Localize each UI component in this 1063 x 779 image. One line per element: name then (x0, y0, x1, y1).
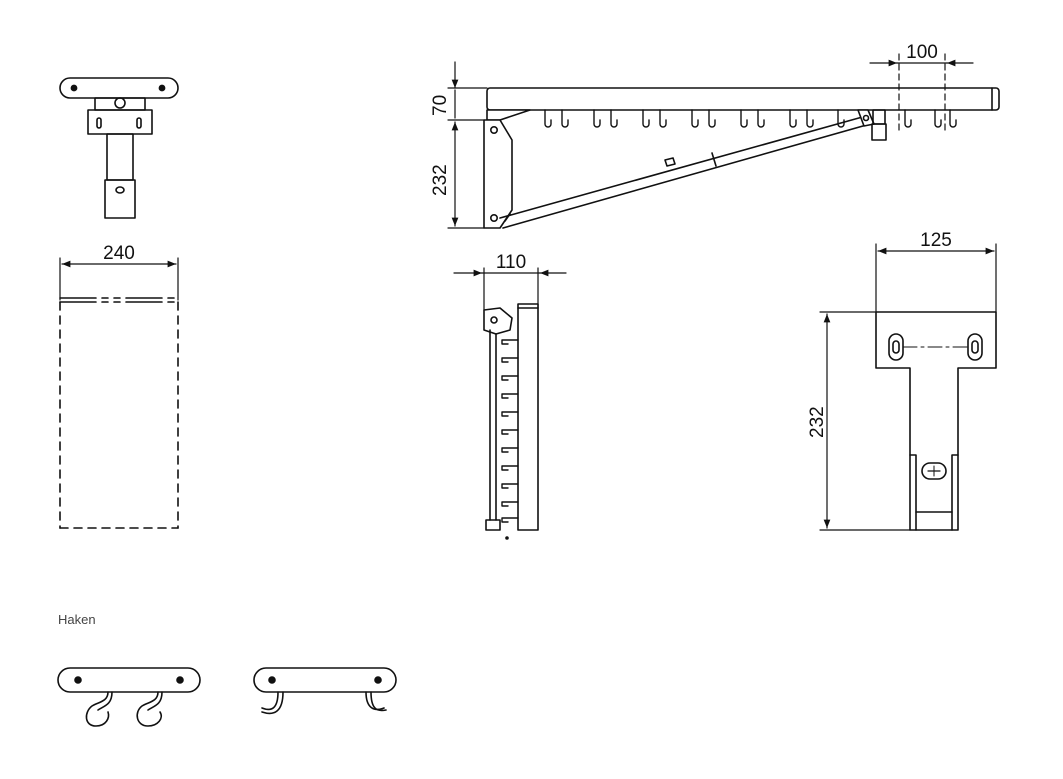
front-view (59, 77, 179, 219)
hooks-section-label: Haken (58, 612, 96, 627)
top-view: 240 (59, 243, 179, 529)
folded-view: 110 (453, 252, 567, 540)
side-view: 70 232 100 (430, 42, 1000, 229)
folded-hooks (501, 339, 519, 523)
dim-top-width: 240 (103, 243, 135, 264)
side-hooks (544, 109, 957, 128)
hook-variant-angled (253, 667, 397, 715)
dim-side-100: 100 (906, 42, 938, 63)
dim-side-232: 232 (430, 164, 451, 196)
hook-variant-round (57, 667, 201, 727)
bracket-view: 125 232 (807, 230, 997, 531)
dim-side-70: 70 (430, 95, 451, 116)
dim-folded-110: 110 (496, 252, 526, 273)
dim-bracket-125: 125 (920, 230, 952, 251)
dim-bracket-232: 232 (807, 406, 828, 438)
